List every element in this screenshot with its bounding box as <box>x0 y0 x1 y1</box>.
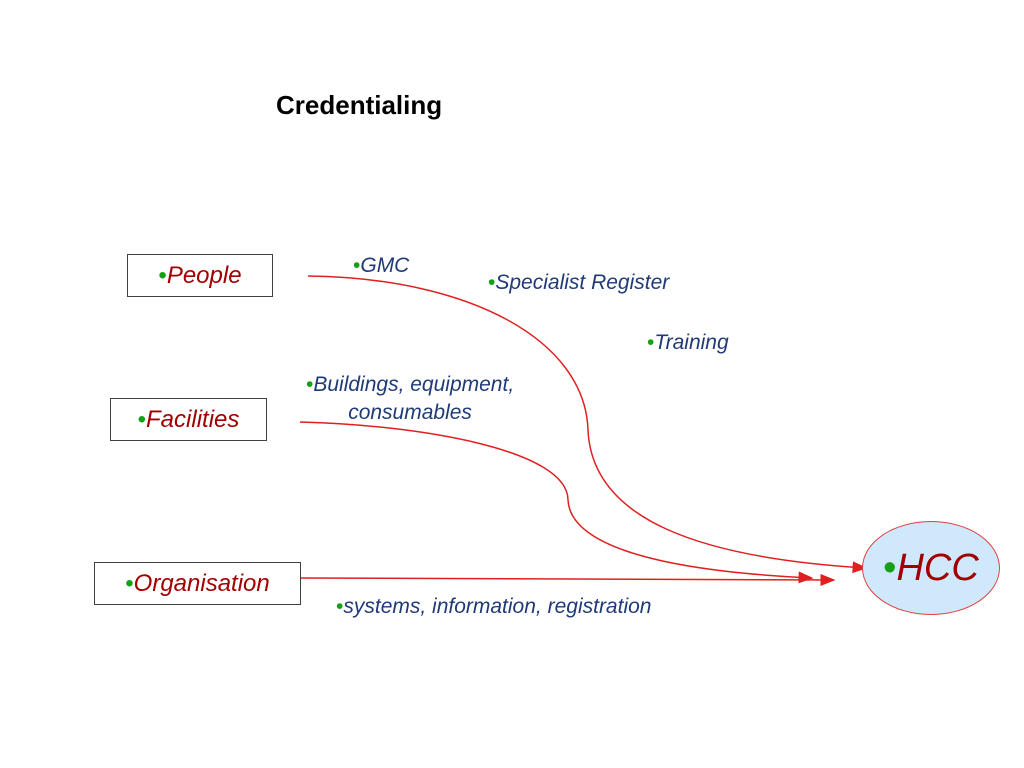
bullet-icon: • <box>125 569 134 597</box>
people-label: People <box>166 261 242 289</box>
bullet-icon: • <box>137 405 147 433</box>
systems-note: •systems, information, registration <box>336 593 651 621</box>
organisation-box: •Organisation <box>94 562 301 605</box>
systems-label: systems, information, registration <box>343 595 652 618</box>
facilities-to-hcc-connector <box>299 421 814 584</box>
organisation-to-hcc-connector <box>299 573 836 586</box>
gmc-note: •GMC <box>353 252 409 280</box>
bullet-icon: • <box>306 373 314 396</box>
facilities-label: Facilities <box>146 405 240 433</box>
hcc-label: HCC <box>896 546 979 589</box>
people-box: •People <box>127 254 273 297</box>
buildings-label-2: consumables <box>348 401 472 424</box>
bullet-icon: • <box>353 254 361 277</box>
slide-title: Credentialing <box>276 90 443 120</box>
organisation-label: Organisation <box>133 569 270 597</box>
bullet-icon: • <box>336 595 344 618</box>
bullet-icon: • <box>158 261 167 289</box>
buildings-line-1: •Buildings, equipment, <box>306 371 514 399</box>
specialist-register-note: •Specialist Register <box>488 269 669 297</box>
training-note: •Training <box>647 329 729 357</box>
facilities-box: •Facilities <box>110 398 267 441</box>
bullet-icon: • <box>488 271 496 294</box>
buildings-note: •Buildings, equipment, consumables <box>306 371 514 427</box>
hcc-target-ellipse: •HCC <box>862 521 1000 615</box>
bullet-icon: • <box>883 546 897 589</box>
training-label: Training <box>654 331 729 354</box>
gmc-label: GMC <box>360 254 410 277</box>
buildings-label-1: Buildings, equipment, <box>313 373 515 396</box>
specialist-register-label: Specialist Register <box>495 271 670 294</box>
people-to-hcc-connector <box>307 275 868 574</box>
bullet-icon: • <box>647 331 655 354</box>
